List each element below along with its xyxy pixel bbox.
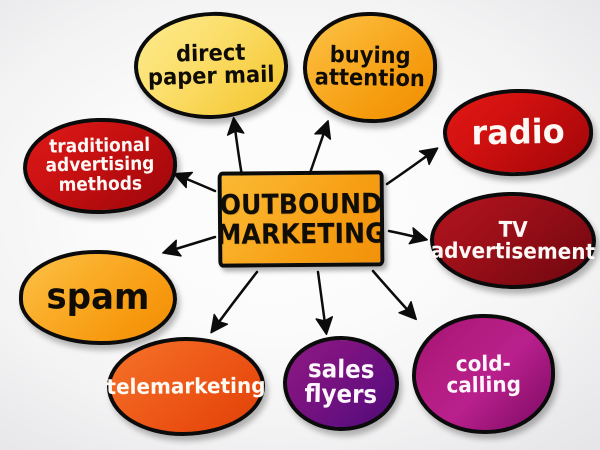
branch-label-radio: radio: [471, 111, 565, 153]
connector-to-traditional-advertising: [173, 171, 217, 193]
connector-to-sales-flyers: [315, 270, 334, 336]
branch-node-cold-calling[interactable]: cold-calling: [410, 312, 557, 436]
branch-label-spam: spam: [46, 275, 150, 319]
connector-to-radio: [385, 147, 439, 186]
connector-to-cold-calling: [371, 269, 417, 321]
branch-label-telemarketing: telemarketing: [106, 372, 266, 400]
connector-to-tv-advertisement: [387, 227, 428, 245]
branch-label-cold-calling: cold-calling: [446, 349, 522, 398]
connector-to-direct-paper-mail: [226, 116, 245, 178]
connector-to-buying-attention: [307, 120, 332, 178]
branch-node-spam[interactable]: spam: [18, 249, 178, 346]
connector-to-spam: [162, 235, 217, 257]
connector-to-telemarketing: [210, 270, 259, 334]
